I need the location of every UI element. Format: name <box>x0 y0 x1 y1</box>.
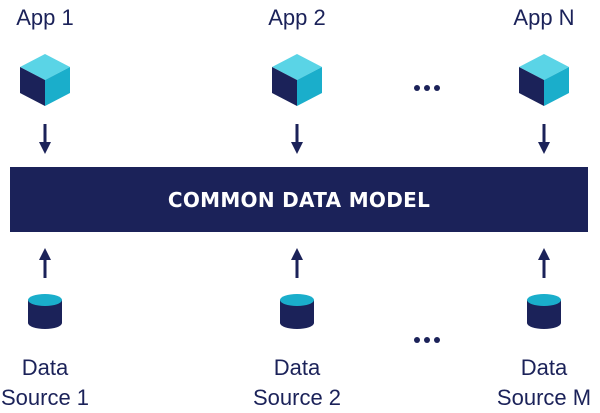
banner-label: COMMON DATA MODEL <box>168 188 430 212</box>
source-label-line2: Source M <box>497 385 591 410</box>
source-label-line2: Source 2 <box>253 385 341 410</box>
app-label: App N <box>513 5 574 30</box>
database-cylinder-icon <box>527 294 561 329</box>
source-label-line1: Data <box>274 355 321 380</box>
cube-icon <box>519 54 569 106</box>
common-data-model-banner <box>10 167 588 232</box>
source-label-line1: Data <box>22 355 69 380</box>
source-label-line1: Data <box>521 355 568 380</box>
ellipsis-dots <box>414 85 440 91</box>
app-label: App 2 <box>268 5 326 30</box>
database-cylinder-icon <box>28 294 62 329</box>
source-label-line2: Source 1 <box>1 385 89 410</box>
database-cylinder-icon <box>280 294 314 329</box>
cube-icon <box>272 54 322 106</box>
app-label: App 1 <box>16 5 74 30</box>
cube-icon <box>20 54 70 106</box>
ellipsis-dots <box>414 337 440 343</box>
